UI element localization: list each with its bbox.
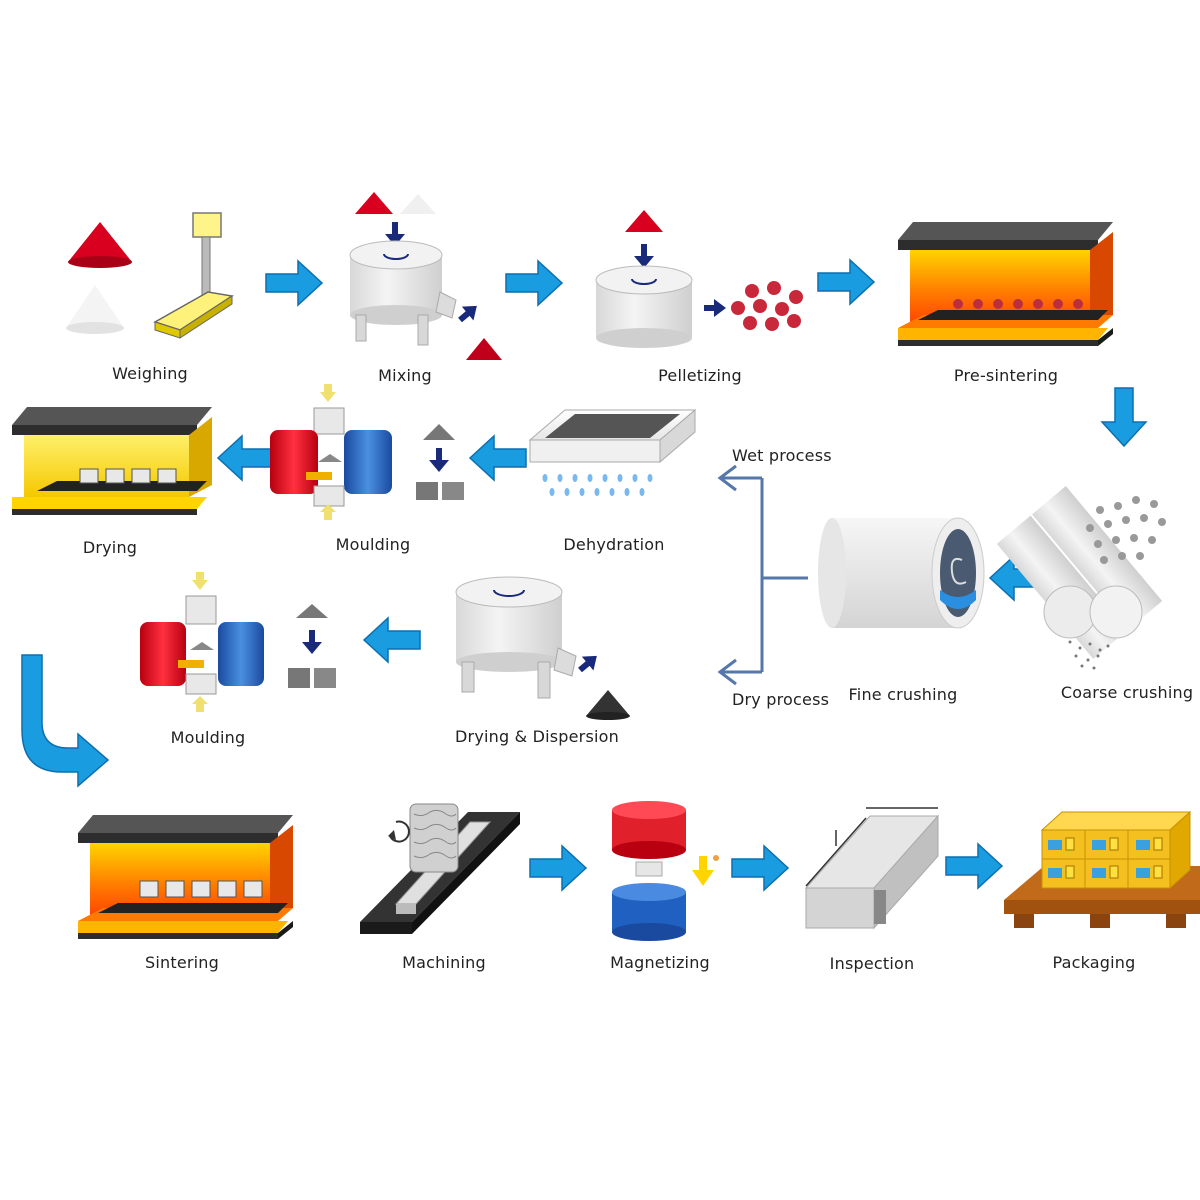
label-machining: Machining [402, 953, 486, 972]
flow-arrow-dehydration-to-moulding [469, 435, 527, 481]
flow-arrow-inspection-to-packaging [945, 843, 1003, 889]
label-mixing: Mixing [378, 366, 432, 385]
label-weighing: Weighing [112, 364, 188, 383]
label-drying-dispersion: Drying & Dispersion [455, 727, 619, 746]
label-inspection: Inspection [829, 954, 915, 973]
dehydration-illustration [528, 408, 697, 496]
label-magnetizing: Magnetizing [610, 953, 710, 972]
pre-sintering-furnace [898, 222, 1113, 346]
label-drying: Drying [82, 538, 138, 557]
drying-dispersion-illustration [455, 576, 630, 720]
fine-crushing-mill [818, 517, 985, 629]
label-wet-process: Wet process [732, 446, 832, 465]
label-pelletizing: Pelletizing [658, 366, 742, 385]
label-fine-crushing: Fine crushing [848, 685, 958, 704]
inspection-illustration [804, 807, 940, 930]
label-coarse-crushing: Coarse crushing [1060, 683, 1194, 702]
flow-arrow-dispersion-to-moulding [363, 617, 421, 663]
mixing-illustration [349, 192, 502, 360]
flow-arrow-moulding-to-drying [217, 435, 275, 481]
machining-illustration [360, 803, 520, 934]
flow-arrow-machining-to-magnetizing [529, 845, 587, 891]
pelletizing-illustration [595, 210, 803, 348]
label-sintering: Sintering [145, 953, 219, 972]
flow-arrow-mixing-to-pelletizing [505, 260, 563, 306]
sintering-furnace [78, 815, 293, 939]
flow-arrow-presintering-to-coarse [1101, 387, 1147, 447]
moulding-wet-illustration [270, 384, 464, 520]
packaging-illustration [1004, 810, 1200, 928]
flow-arrow-to-sintering [21, 654, 110, 788]
flow-arrow-weighing-to-mixing [265, 260, 323, 306]
label-packaging: Packaging [1052, 953, 1136, 972]
weighing-illustration [66, 212, 235, 339]
flow-arrow-pelletizing-to-presintering [817, 259, 875, 305]
coarse-crushing-rollers [996, 486, 1166, 670]
label-moulding-wet: Moulding [335, 535, 411, 554]
drying-furnace [12, 407, 212, 515]
moulding-dry-illustration [140, 572, 336, 712]
label-dry-process: Dry process [732, 690, 830, 709]
label-dehydration: Dehydration [563, 535, 665, 554]
flow-arrow-magnetizing-to-inspection [731, 845, 789, 891]
wet-dry-branch-lines [717, 464, 808, 686]
label-moulding-dry: Moulding [170, 728, 246, 747]
label-pre-sintering: Pre-sintering [953, 366, 1059, 385]
magnetizing-illustration [612, 801, 719, 941]
